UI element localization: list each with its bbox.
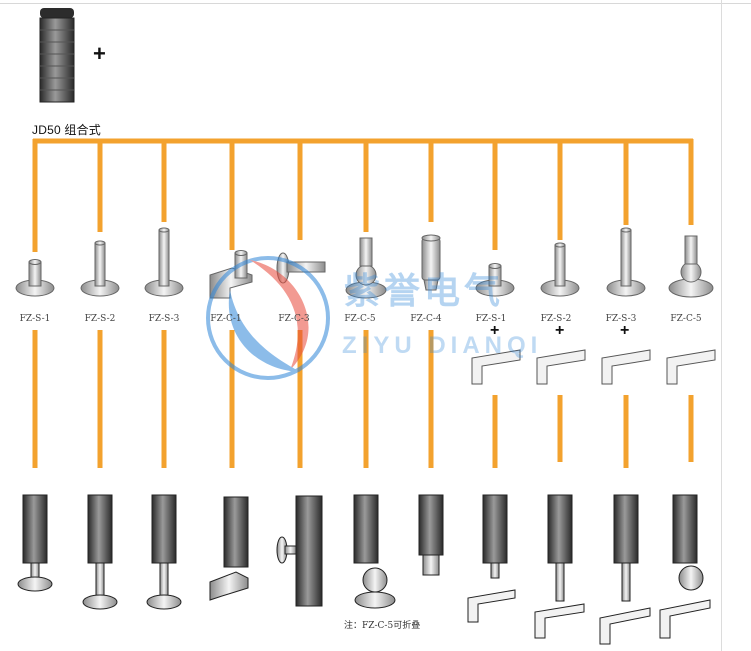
plus-icon: + (93, 41, 106, 66)
watermark-latin: ZIYU DIANQI (342, 332, 543, 359)
watermark-logo (206, 256, 330, 380)
top-divider (0, 3, 751, 4)
mount-fz-c-5b-icon (668, 235, 714, 298)
part-code: FZ-S-2 (84, 314, 116, 324)
diagram-title: JD50 组合式 (32, 123, 101, 137)
plus-icon: + (555, 322, 565, 339)
footnote: 注：FZ-C-5可折叠 (344, 621, 421, 631)
mount-fz-s-1b-icon (475, 263, 515, 297)
mount-fz-s-3b-icon (606, 227, 646, 297)
part-code: FZ-C-4 (410, 314, 442, 324)
assembled-tower-icons (17, 494, 711, 645)
part-code: FZ-S-3 (605, 314, 637, 324)
mount-fz-c-4-icon (421, 234, 441, 291)
part-code: FZ-C-1 (210, 314, 242, 324)
mount-fz-s-2-icon (80, 240, 120, 297)
part-code: FZ-C-5 (344, 314, 376, 324)
part-code: FZ-C-5 (670, 314, 702, 324)
plus-icon: + (620, 322, 630, 339)
mount-fz-s-2b-icon (540, 242, 580, 297)
mount-fz-c-5-icon (345, 237, 387, 299)
part-code: FZ-C-3 (278, 314, 310, 324)
watermark-chinese: 紫誉电气 (344, 270, 505, 311)
plus-icon: + (490, 322, 500, 339)
mount-fz-s-3-icon (144, 227, 184, 297)
tower-light-icon (39, 8, 75, 103)
part-code: FZ-S-1 (19, 314, 51, 324)
right-divider (721, 0, 722, 651)
part-code: FZ-S-3 (148, 314, 180, 324)
part-code: FZ-S-1 (475, 314, 507, 324)
mount-fz-s-1-icon (15, 259, 55, 297)
part-code: FZ-S-2 (540, 314, 572, 324)
bracket-icon (471, 349, 716, 385)
